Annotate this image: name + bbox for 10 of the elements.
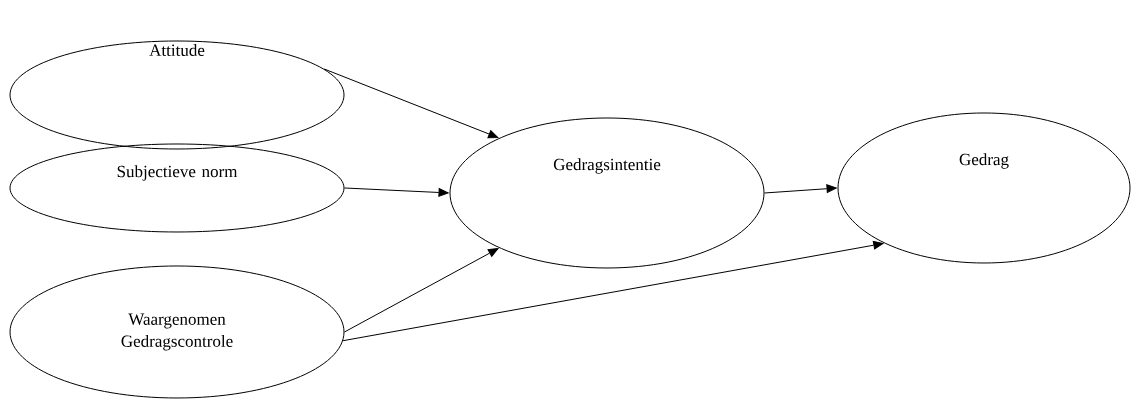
ellipse-node: Gedrag — [837, 112, 1131, 264]
arrow — [764, 184, 837, 194]
arrow — [323, 68, 499, 139]
arrow — [344, 248, 499, 333]
ellipse-node: Attitude — [9, 40, 345, 150]
arrow — [344, 187, 449, 197]
ellipse-node: Gedragsintentie — [449, 117, 765, 269]
arrow — [342, 240, 884, 342]
ellipse-node: Waargenomen Gedragscontrole — [9, 265, 345, 399]
ellipse-node: Subjectieve norm — [9, 143, 345, 233]
